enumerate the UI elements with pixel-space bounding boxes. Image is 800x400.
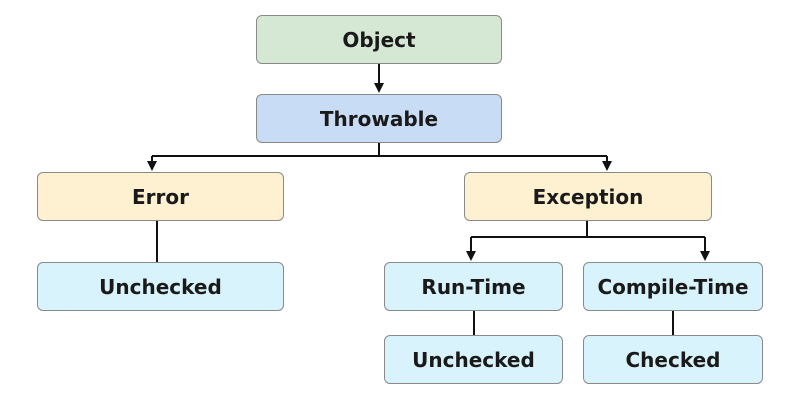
node-exception: Exception — [464, 172, 712, 221]
node-object: Object — [256, 15, 502, 64]
node-compiletime: Compile-Time — [583, 262, 763, 311]
node-error-unchecked: Unchecked — [37, 262, 284, 311]
node-runtime-unchecked: Unchecked — [384, 335, 563, 384]
node-throwable: Throwable — [256, 94, 502, 143]
node-error: Error — [37, 172, 284, 221]
node-compiletime-checked: Checked — [583, 335, 763, 384]
node-runtime: Run-Time — [384, 262, 563, 311]
